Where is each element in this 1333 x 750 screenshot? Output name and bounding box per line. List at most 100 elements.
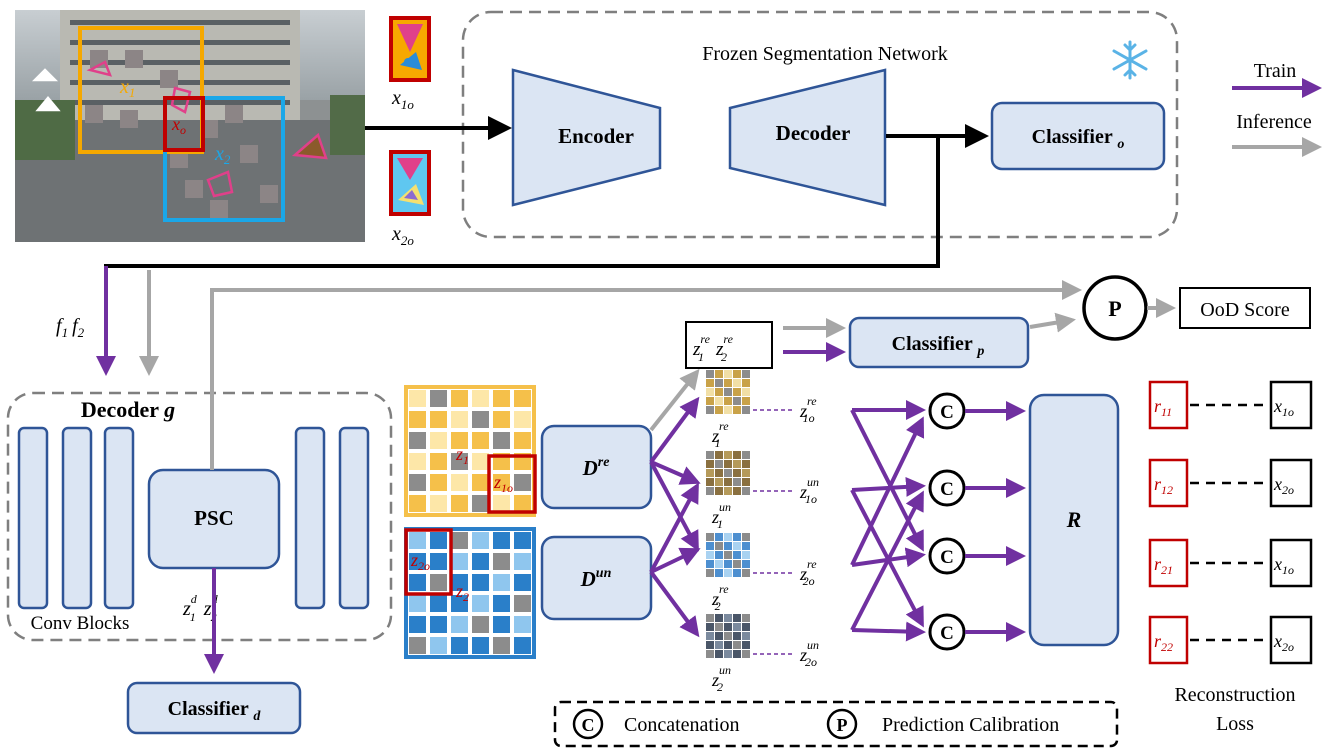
label-xo: xo (171, 114, 186, 137)
concat-node (928, 537, 966, 575)
checker-patches (85, 50, 278, 218)
small-map-cell (733, 469, 741, 477)
map-cell (451, 495, 468, 512)
small-map-cell (715, 397, 723, 405)
map-cell (451, 411, 468, 428)
small-map-cell (724, 632, 732, 640)
small-map-cell (742, 650, 750, 658)
small-map-cell (742, 388, 750, 396)
z1o-label: z1o (493, 472, 513, 495)
label-x1: x1 (119, 76, 135, 100)
recon-r-label: r12 (1154, 474, 1173, 497)
map-cell (514, 532, 531, 549)
map-cell (430, 616, 447, 633)
map-cell (430, 453, 447, 470)
small-map-cell (706, 388, 714, 396)
small-map-cell (742, 569, 750, 577)
map-cell (493, 495, 510, 512)
legend-concat-label: Concatenation (624, 714, 740, 736)
map-cell (493, 411, 510, 428)
map-cell (451, 532, 468, 549)
small-map-cell (724, 397, 732, 405)
small-map-cell (715, 569, 723, 577)
frozen-network-title: Frozen Segmentation Network (702, 43, 948, 65)
map-cell (514, 495, 531, 512)
legend-train-label: Train (1254, 60, 1297, 82)
small-map-cell (733, 632, 741, 640)
small-map-cell (733, 451, 741, 459)
conv-blocks-label: Conv Blocks (31, 613, 130, 634)
small-map-cell (715, 641, 723, 649)
map-cell (430, 390, 447, 407)
small-map-cell (706, 478, 714, 486)
small-map-cell (706, 451, 714, 459)
map-cell (493, 637, 510, 654)
map-cell (514, 390, 531, 407)
concat-node-label: C (940, 623, 954, 644)
small-map-cell (706, 623, 714, 631)
small-map-cell (706, 614, 714, 622)
small-map-cell (715, 623, 723, 631)
concat-node (928, 613, 966, 651)
recon-r-label: r22 (1154, 631, 1173, 654)
psc-to-calib-line (210, 288, 1078, 470)
concat-node (928, 392, 966, 430)
map-cell (451, 637, 468, 654)
small-map-cell (733, 533, 741, 541)
map-cell (514, 637, 531, 654)
cross-arrows (850, 400, 926, 642)
z2-label: z2 (455, 581, 469, 604)
map-cell (430, 553, 447, 570)
decoder-g-title: Decoder g (81, 397, 175, 422)
map-cell (493, 574, 510, 591)
dre-block (540, 424, 653, 510)
map-cell (493, 553, 510, 570)
small-map-cell (733, 478, 741, 486)
input-image (15, 10, 365, 242)
recon-r-box (1148, 538, 1189, 588)
dun-block (540, 535, 653, 621)
zre-box (685, 321, 773, 369)
small-map-cell (742, 406, 750, 414)
z1-label: z1 (455, 444, 469, 467)
map-cell (472, 411, 489, 428)
psc-label: PSC (194, 506, 234, 530)
dre-label: Dre (582, 455, 610, 480)
small-map-cell (733, 370, 741, 378)
small-map-cell (724, 379, 732, 387)
map-cell (430, 432, 447, 449)
map-cell (514, 411, 531, 428)
small-map-cell (706, 460, 714, 468)
map-cell (451, 595, 468, 612)
small-map-cell (733, 406, 741, 414)
small-map-cell (742, 379, 750, 387)
calibration-node-label: P (1108, 296, 1121, 321)
ood-outlines (31, 60, 328, 198)
small-map-cell (706, 632, 714, 640)
map-cell (472, 553, 489, 570)
frozen-decoder-label: Decoder (776, 121, 851, 145)
recon-x-label: x1o (1273, 396, 1294, 419)
small-map-cell (733, 614, 741, 622)
small-map-cell (742, 487, 750, 495)
small-map-cell (706, 370, 714, 378)
small-map-cell (724, 406, 732, 414)
small-map-cell (706, 569, 714, 577)
small-map-cell (715, 614, 723, 622)
small-map-cell (724, 650, 732, 658)
small-map-cell (715, 487, 723, 495)
map-cell (409, 637, 426, 654)
map-cell (514, 616, 531, 633)
small-map-cell (724, 388, 732, 396)
concat-node-label: C (940, 547, 954, 568)
small-map-cell (742, 641, 750, 649)
feature-map-z1 (404, 385, 536, 517)
map-cell (430, 574, 447, 591)
